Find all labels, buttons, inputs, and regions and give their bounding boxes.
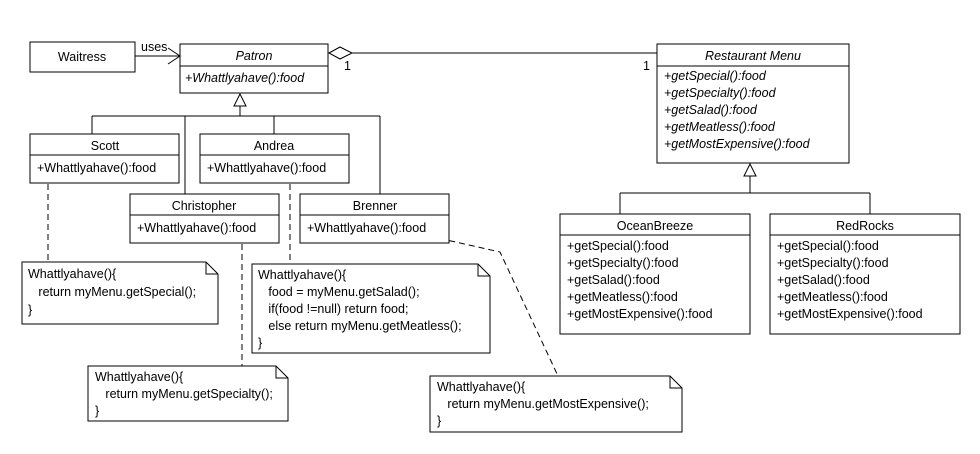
note-line: }	[258, 336, 262, 350]
redrocks-method: +getMeatless():food	[777, 290, 888, 304]
christopher-note: Whattlyahave(){ return myMenu.getSpecial…	[87, 365, 289, 422]
menu-method: +getSpecial():food	[664, 69, 767, 83]
redrocks-method: +getSpecial():food	[777, 239, 879, 253]
patron-class[interactable]: Patron +Whattlyahave():food	[179, 43, 329, 94]
menu-multiplicity: 1	[643, 59, 650, 73]
scott-method: +Whattlyahave():food	[37, 161, 156, 175]
andrea-method: +Whattlyahave():food	[207, 161, 326, 175]
oceanbreeze-method: +getSpecialty():food	[567, 256, 679, 270]
andrea-note: Whattlyahave(){ food = myMenu.getSalad()…	[251, 263, 491, 354]
redrocks-class[interactable]: RedRocks +getSpecial():food +getSpecialt…	[769, 213, 961, 335]
patron-method: +Whattlyahave():food	[185, 71, 305, 85]
patron-generalization-triangle	[233, 92, 247, 107]
uses-label: uses	[141, 40, 167, 54]
patron-multiplicity: 1	[344, 59, 351, 73]
aggregation-diamond	[327, 46, 354, 60]
redrocks-method: +getSpecialty():food	[777, 256, 889, 270]
note-line: return myMenu.getSpecial();	[28, 285, 196, 299]
note-line: }	[28, 303, 32, 317]
note-line: return myMenu.getMostExpensive();	[437, 397, 649, 411]
brenner-class-name: Brenner	[353, 199, 397, 213]
restaurant-menu-class[interactable]: Restaurant Menu +getSpecial():food +getS…	[656, 43, 850, 164]
menu-method: +getMeatless():food	[664, 120, 776, 134]
brenner-method: +Whattlyahave():food	[307, 221, 426, 235]
scott-note: Whattlyahave(){ return myMenu.getSpecial…	[21, 261, 219, 325]
waitress-class-name: Waitress	[58, 50, 106, 64]
restaurant-menu-class-name: Restaurant Menu	[705, 49, 801, 63]
christopher-class[interactable]: Christopher +Whattlyahave():food	[129, 193, 280, 244]
note-line: food = myMenu.getSalad();	[258, 285, 420, 299]
note-line: return myMenu.getSpecialty();	[95, 387, 273, 401]
menu-method: +getSpecialty():food	[664, 86, 777, 100]
note-line: Whattlyahave(){	[258, 268, 346, 282]
note-line: Whattlyahave(){	[95, 370, 183, 384]
christopher-method: +Whattlyahave():food	[137, 221, 256, 235]
note-line: }	[437, 414, 441, 428]
note-line: }	[95, 404, 99, 418]
oceanbreeze-method: +getMeatless():food	[567, 290, 678, 304]
brenner-note-connector	[419, 233, 559, 377]
oceanbreeze-class-name: OceanBreeze	[617, 219, 693, 233]
andrea-class[interactable]: Andrea +Whattlyahave():food	[199, 133, 350, 184]
note-line: if(food !=null) return food;	[258, 302, 408, 316]
menu-method: +getMostExpensive():food	[664, 137, 811, 151]
redrocks-method: +getSalad():food	[777, 273, 870, 287]
patron-class-name: Patron	[236, 49, 273, 63]
relationship-lines	[47, 46, 871, 377]
oceanbreeze-method: +getMostExpensive():food	[567, 307, 713, 321]
redrocks-method: +getMostExpensive():food	[777, 307, 923, 321]
menu-method: +getSalad():food	[664, 103, 758, 117]
note-line: Whattlyahave(){	[28, 267, 116, 281]
menu-generalization-triangle	[743, 162, 757, 177]
note-line: else return myMenu.getMeatless();	[258, 319, 462, 333]
christopher-class-name: Christopher	[172, 199, 237, 213]
oceanbreeze-method: +getSalad():food	[567, 273, 660, 287]
brenner-class[interactable]: Brenner +Whattlyahave():food	[299, 193, 450, 244]
oceanbreeze-method: +getSpecial():food	[567, 239, 669, 253]
andrea-class-name: Andrea	[254, 139, 294, 153]
redrocks-class-name: RedRocks	[836, 219, 894, 233]
note-line: Whattlyahave(){	[437, 380, 525, 394]
oceanbreeze-class[interactable]: OceanBreeze +getSpecial():food +getSpeci…	[559, 213, 751, 335]
brenner-note: Whattlyahave(){ return myMenu.getMostExp…	[429, 375, 683, 433]
waitress-class[interactable]: Waitress	[29, 41, 136, 73]
scott-class[interactable]: Scott +Whattlyahave():food	[29, 133, 180, 184]
scott-class-name: Scott	[91, 139, 120, 153]
